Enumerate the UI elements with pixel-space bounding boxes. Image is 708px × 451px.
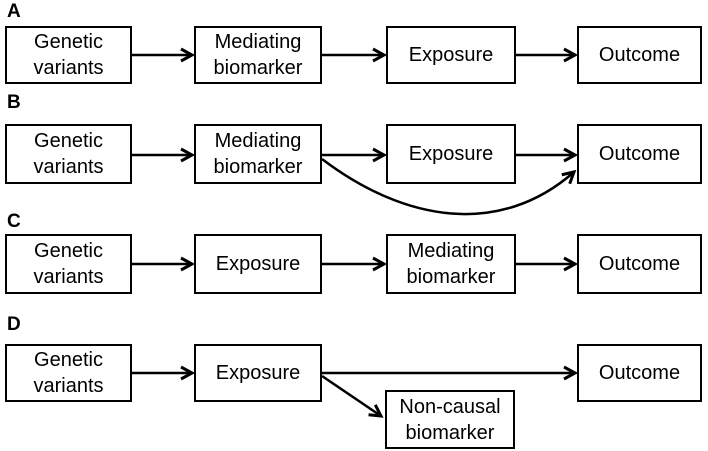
node-b-outcome: Outcome <box>577 124 702 184</box>
node-a-genetic-variants: Genetic variants <box>5 26 132 84</box>
node-a-exposure: Exposure <box>386 26 516 84</box>
node-b-genetic-variants: Genetic variants <box>5 124 132 184</box>
node-a-mediating-biomarker: Mediating biomarker <box>194 26 322 84</box>
node-b-exposure: Exposure <box>386 124 516 184</box>
panel-label-d: D <box>7 314 21 335</box>
node-d-outcome: Outcome <box>577 344 702 402</box>
node-a-outcome: Outcome <box>577 26 702 84</box>
node-c-exposure: Exposure <box>194 234 322 294</box>
curved-arrow-b-biomarker-to-outcome <box>321 158 577 216</box>
node-c-outcome: Outcome <box>577 234 702 294</box>
panel-label-b: B <box>7 92 21 113</box>
panel-label-a: A <box>7 1 21 22</box>
node-c-mediating-biomarker: Mediating biomarker <box>386 234 516 294</box>
arrow-d-exposure-to-noncausal-biomarker <box>321 374 384 418</box>
node-d-genetic-variants: Genetic variants <box>5 344 132 402</box>
panel-label-c: C <box>7 211 21 232</box>
node-b-mediating-biomarker: Mediating biomarker <box>194 124 322 184</box>
node-d-exposure: Exposure <box>194 344 322 402</box>
node-d-noncausal-biomarker: Non-causal biomarker <box>385 390 515 449</box>
node-c-genetic-variants: Genetic variants <box>5 234 132 294</box>
